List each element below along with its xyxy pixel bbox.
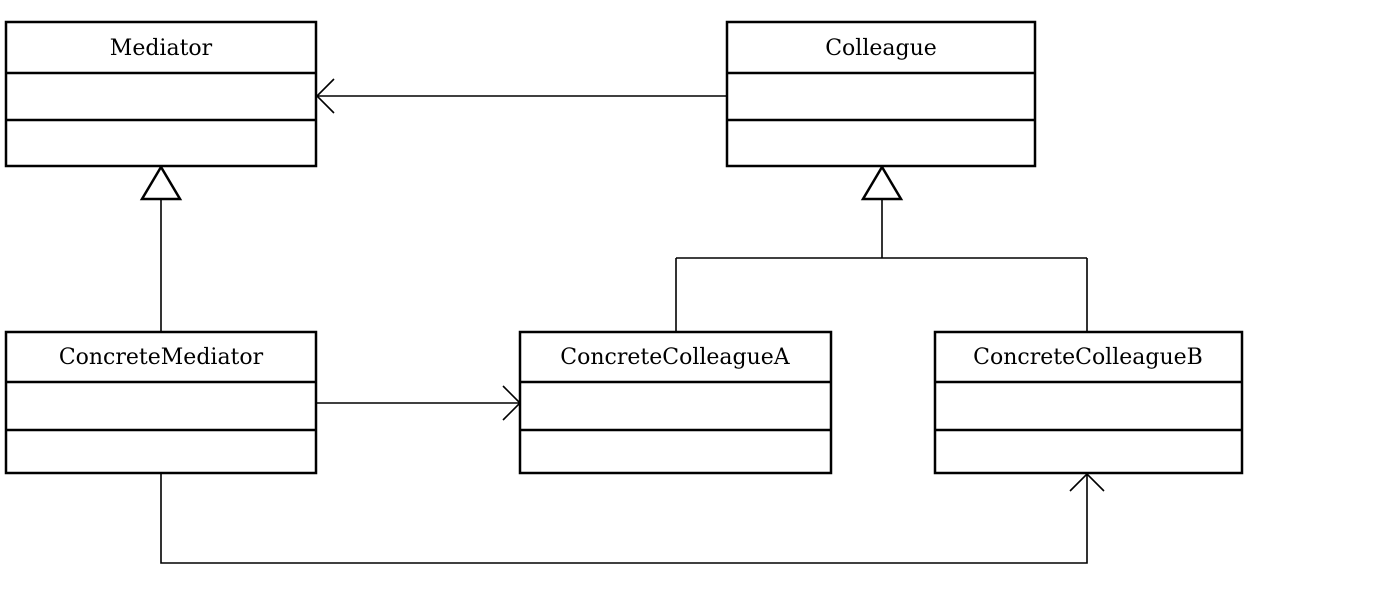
class-name-concrete-colleague-a: ConcreteColleagueA <box>560 345 791 370</box>
class-box-concrete-colleague-b[interactable]: ConcreteColleagueB <box>933 330 1244 475</box>
relation-colleague-to-mediator <box>315 78 727 114</box>
class-name-colleague: Colleague <box>825 36 937 61</box>
association-line <box>160 474 1088 564</box>
class-box-border <box>933 330 1244 475</box>
relation-concretecolleagues-inherit-colleague <box>675 164 1088 332</box>
class-box-border <box>4 20 318 168</box>
hollow-triangle-icon <box>139 164 183 201</box>
class-box-border <box>518 330 833 475</box>
class-name-concrete-colleague-b: ConcreteColleagueB <box>973 345 1203 370</box>
class-box-colleague[interactable]: Colleague <box>725 20 1037 168</box>
relation-concretemediator-inherits-mediator <box>139 164 183 332</box>
relation-concretemediator-to-concretecolleaguea <box>317 385 522 421</box>
class-name-mediator: Mediator <box>110 36 213 61</box>
relation-concretemediator-to-concretecolleagueb <box>160 472 1105 564</box>
class-box-concrete-colleague-a[interactable]: ConcreteColleagueA <box>518 330 833 475</box>
class-box-border <box>4 330 318 475</box>
hollow-triangle-icon <box>860 164 904 201</box>
class-name-concrete-mediator: ConcreteMediator <box>59 345 264 370</box>
class-box-mediator[interactable]: Mediator <box>4 20 318 168</box>
class-box-concrete-mediator[interactable]: ConcreteMediator <box>4 330 318 475</box>
class-box-border <box>725 20 1037 168</box>
